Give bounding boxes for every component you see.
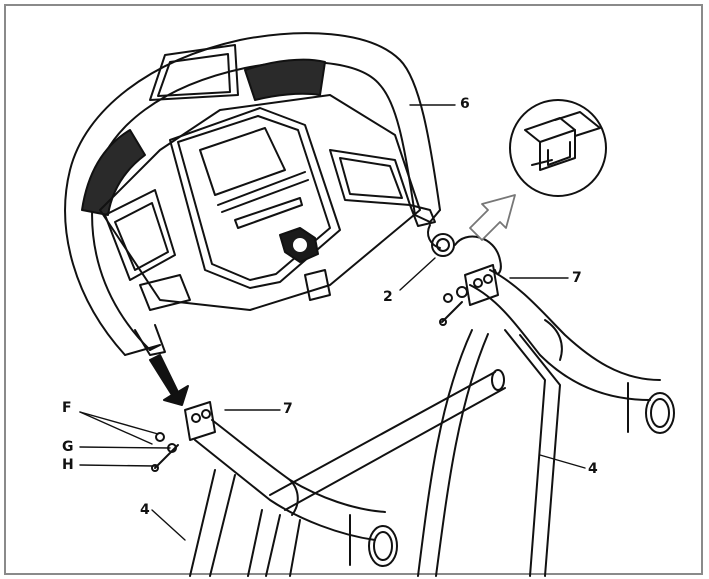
hardware-right [439,286,468,326]
console-cable [427,224,502,275]
handlebar-arm-right [464,264,675,434]
label-part-F: F [62,400,72,416]
console-keypad [279,227,319,263]
handlebar-arm-left [184,401,398,567]
label-part-4-left: 4 [140,502,150,518]
console-assembly [64,32,441,356]
leader-lines [79,104,586,541]
upright-left [189,469,301,577]
label-part-6: 6 [460,96,470,112]
label-part-7-lower: 7 [283,401,293,417]
label-part-2: 2 [383,289,393,305]
label-part-4-right: 4 [588,461,598,477]
down-arrow-icon [149,354,189,406]
connector-detail-callout [509,99,607,197]
label-part-7-upper: 7 [572,270,582,286]
hardware-left [151,432,179,472]
diagram-border [4,4,703,575]
direction-arrow-icon [469,194,516,241]
label-part-G: G [62,439,74,455]
upright-right [417,329,561,577]
label-part-H: H [62,457,74,473]
cross-bar [269,369,506,511]
